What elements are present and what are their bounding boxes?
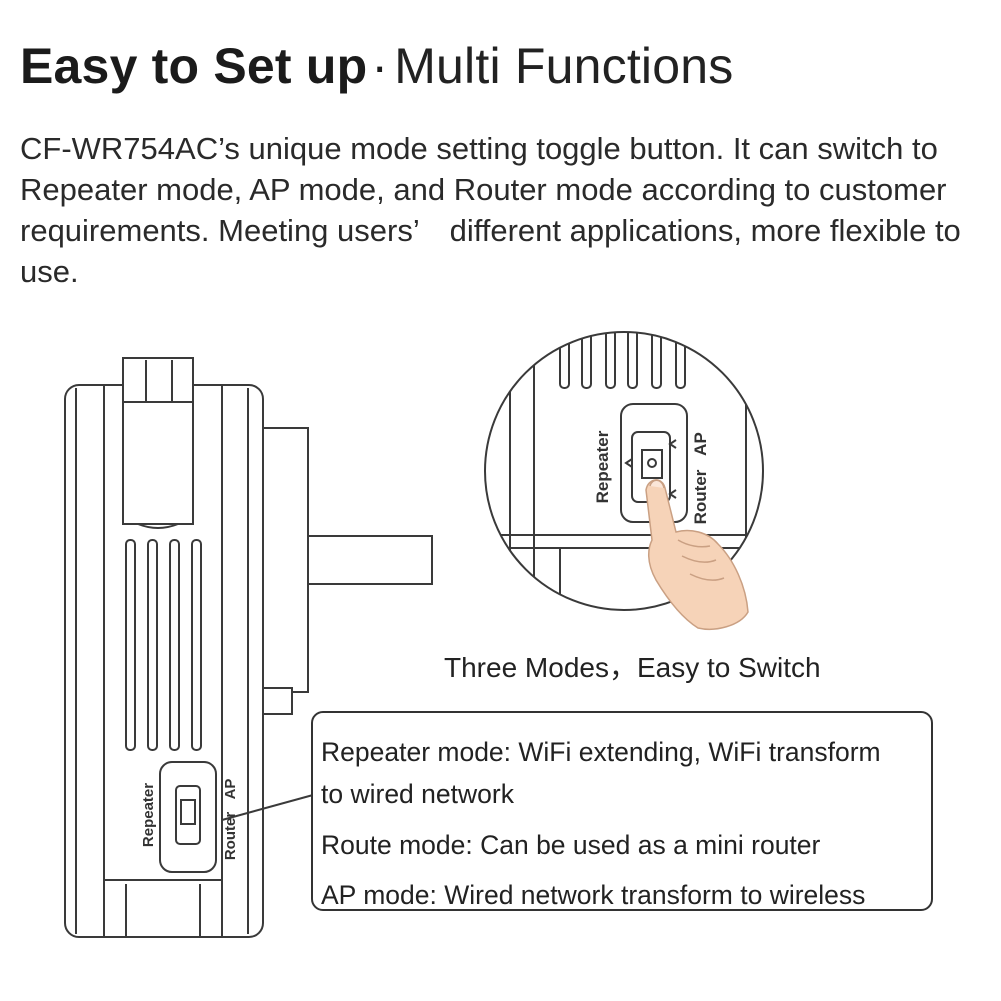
callout-line	[221, 794, 314, 821]
zoom-label-repeater: Repeater	[593, 430, 612, 503]
device-label-ap: AP	[222, 779, 239, 800]
zoom-detail	[484, 331, 764, 630]
repeater-mode-line-1: Repeater mode: WiFi extending, WiFi tran…	[321, 737, 881, 767]
headline-separator: ·	[371, 38, 389, 94]
headline-light: Multi Functions	[394, 38, 734, 94]
antenna	[122, 357, 194, 525]
device-mode-switch	[159, 761, 217, 873]
plug-prong	[307, 535, 433, 585]
zoom-caption: Three Modes，Easy to Switch	[444, 652, 821, 683]
intro-paragraph: CF-WR754AC’s unique mode setting toggle …	[20, 131, 961, 289]
ap-mode-line: AP mode: Wired network transform to wire…	[321, 880, 866, 910]
zoom-label-ap: AP	[691, 432, 710, 456]
zoom-label-router: Router	[691, 469, 710, 524]
plug-plate	[261, 427, 309, 693]
page-headline: Easy to Set up·Multi Functions	[20, 36, 733, 96]
device-label-router: Router	[222, 812, 239, 860]
device-label-repeater: Repeater	[140, 783, 157, 847]
headline-bold: Easy to Set up	[20, 38, 368, 94]
route-mode-line: Route mode: Can be used as a mini router	[321, 830, 821, 860]
zoom-circle	[484, 331, 764, 611]
device-drawing	[64, 357, 433, 938]
mode-description-box: Repeater mode: WiFi extending, WiFi tran…	[311, 711, 933, 911]
repeater-mode-line-2: to wired network	[321, 779, 514, 809]
hand-icon	[645, 479, 749, 630]
